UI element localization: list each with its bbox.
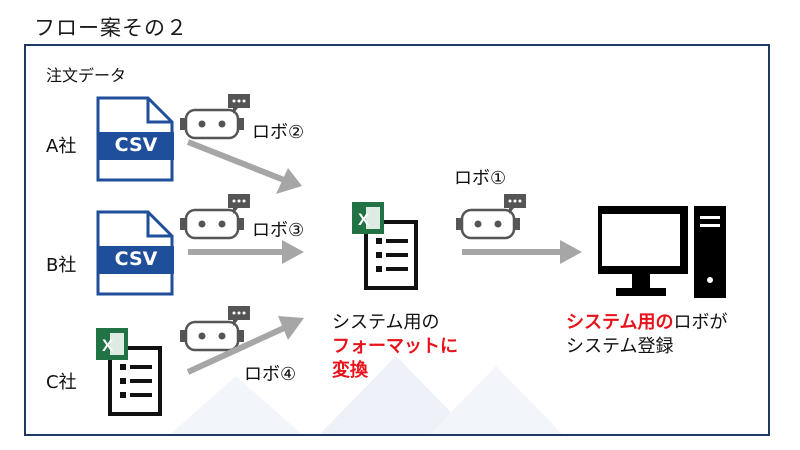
conversion-text-line2: フォーマットに: [332, 336, 458, 357]
result-text-line1: システム用のロボが: [566, 308, 727, 334]
arrows: [186, 139, 582, 375]
company-b-label: B社: [46, 255, 77, 276]
robot-icon: [178, 304, 254, 354]
csv-file-icon: CSV: [96, 96, 176, 182]
background-shapes: [170, 356, 563, 434]
arrow-icon: [186, 139, 302, 194]
arrow-icon: [188, 240, 304, 264]
robot-icon: [178, 92, 254, 142]
csv-file-icon: CSV: [96, 210, 176, 296]
robot-2-label: ロボ②: [252, 122, 305, 143]
page-title: フロー案その２: [34, 16, 188, 40]
excel-list-icon: X: [352, 202, 422, 292]
arrow-icon: [462, 240, 582, 264]
robot-1-label: ロボ①: [454, 168, 507, 189]
flow-diagram-frame: 注文データ A社 CSV B社 CSV C社 X: [24, 44, 770, 436]
conversion-text-line1: システム用の: [332, 312, 440, 333]
svg-text:X: X: [102, 336, 114, 355]
company-a-label: A社: [46, 136, 77, 157]
result-red-text: システム用の: [566, 312, 674, 333]
arrow-icon: [186, 316, 304, 375]
robot-4-label: ロボ④: [244, 364, 297, 385]
csv-badge: CSV: [114, 248, 158, 270]
robot-3-label: ロボ③: [252, 220, 305, 241]
robot-icon: [454, 192, 530, 242]
company-c-label: C社: [46, 372, 77, 393]
csv-badge: CSV: [114, 134, 158, 156]
robot-icon: [178, 192, 254, 242]
conversion-text-line3: 変換: [332, 360, 368, 381]
result-text-line2: システム登録: [566, 336, 674, 357]
order-data-label: 注文データ: [46, 66, 127, 85]
excel-list-icon: X: [96, 328, 166, 418]
result-rest-text: ロボが: [673, 312, 728, 333]
svg-text:X: X: [358, 210, 370, 229]
computer-icon: [594, 206, 728, 302]
